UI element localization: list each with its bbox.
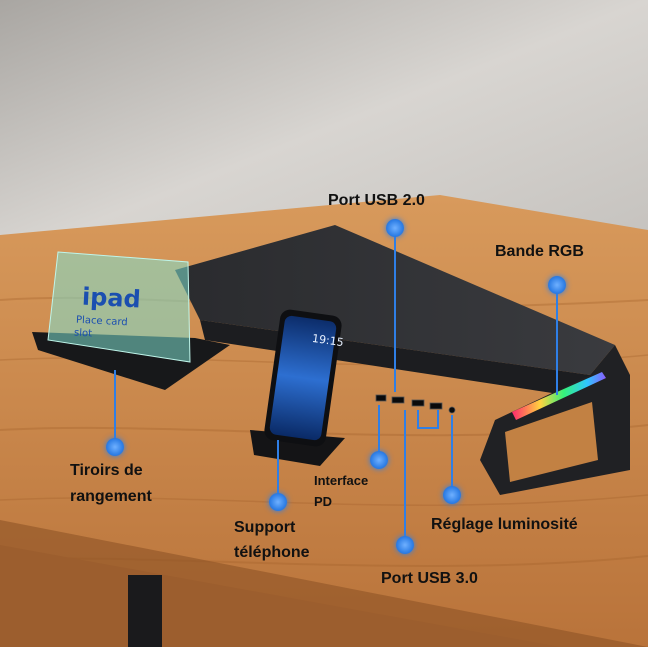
label-interface-line1: Interface [314, 473, 369, 488]
ports [375, 394, 456, 414]
callout-dot-rgb [548, 276, 566, 294]
ipad-card-line2: slot [73, 327, 93, 340]
label-support-line1: Support [234, 519, 296, 536]
label-port-usb-2: Port USB 2.0 [328, 192, 425, 209]
label-bande-rgb: Bande RGB [495, 243, 584, 260]
callout-dot-reglage [443, 486, 461, 504]
callout-dot-usb30 [396, 536, 414, 554]
label-tiroirs-line1: Tiroirs de [70, 462, 143, 479]
phone [264, 309, 342, 447]
rgb-strip [512, 372, 606, 420]
callout-dot-interface [370, 451, 388, 469]
ipad-card-title: ipad [81, 282, 142, 314]
label-interface-line2: PD [314, 494, 333, 509]
ipad-card [47, 251, 191, 363]
label-support-line2: téléphone [234, 544, 310, 561]
callout-lines [114, 228, 558, 545]
callout-dot-support [269, 493, 287, 511]
label-port-usb-3: Port USB 3.0 [381, 570, 478, 587]
callout-dot-usb20 [386, 219, 404, 237]
label-reglage-luminosite: Réglage luminosité [431, 516, 578, 533]
desk-leg [128, 575, 162, 647]
leg-opening [505, 402, 598, 482]
callout-dot-tiroirs [106, 438, 124, 456]
label-tiroirs-line2: rangement [70, 488, 152, 505]
